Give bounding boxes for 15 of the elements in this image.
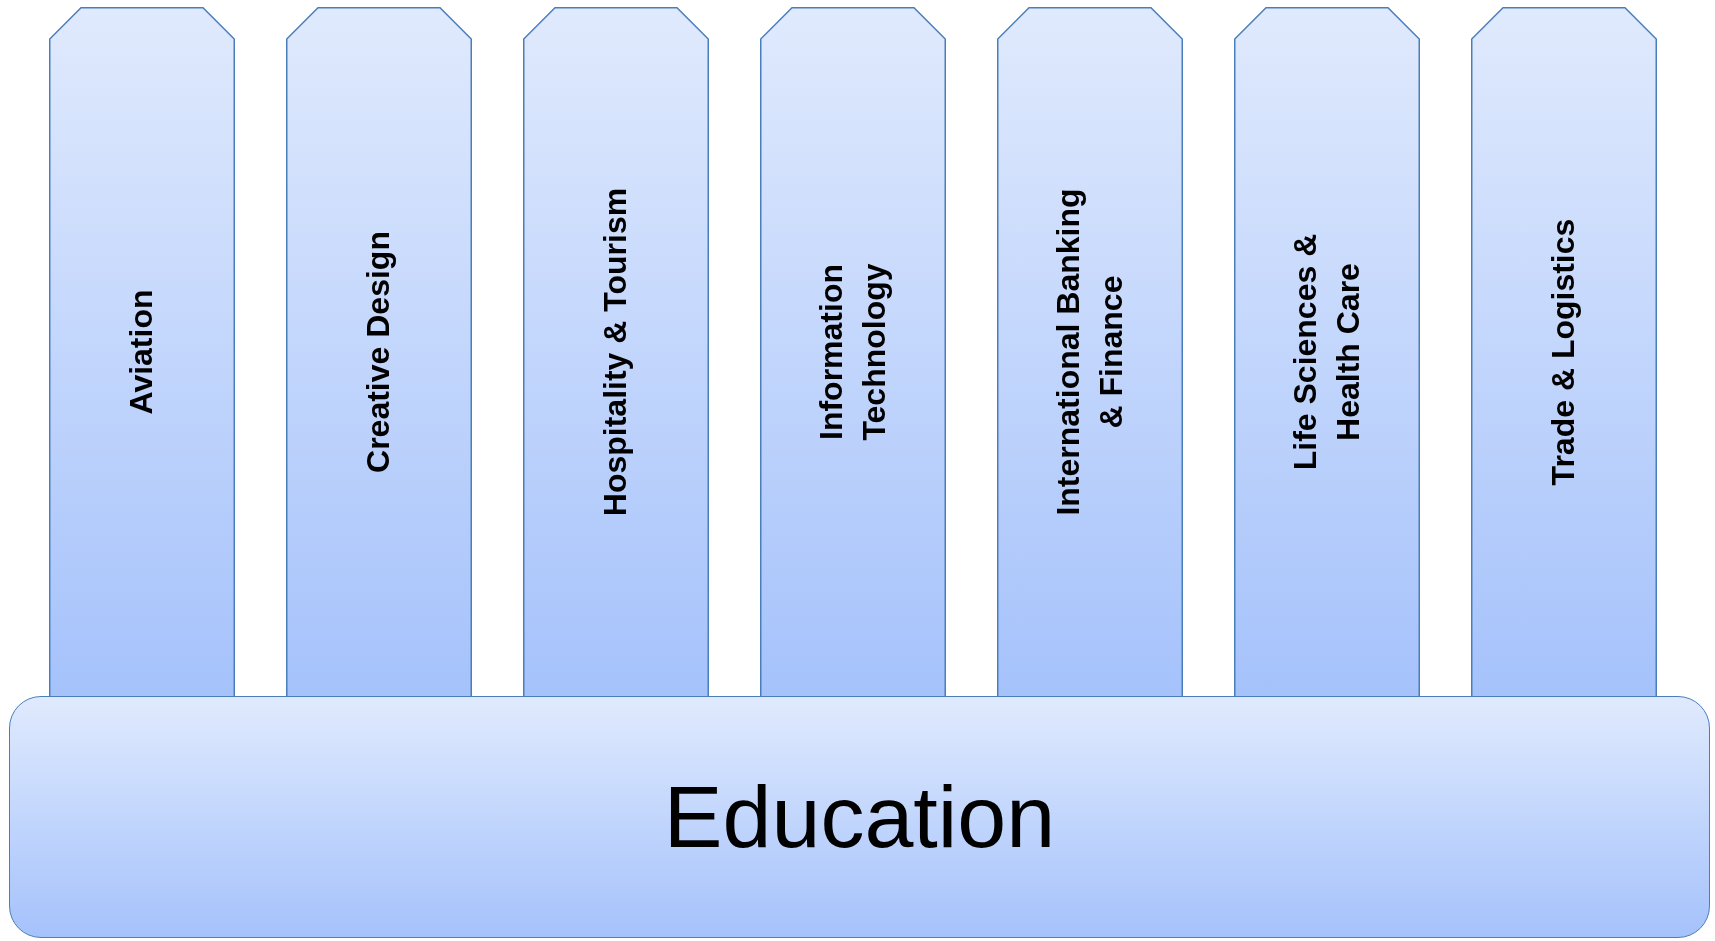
pillar bbox=[760, 7, 946, 697]
pillar bbox=[49, 7, 235, 697]
pillar-label: International Banking & Finance bbox=[1048, 187, 1130, 517]
pillar bbox=[286, 7, 472, 697]
pillar bbox=[1234, 7, 1420, 697]
pillar-label: Aviation bbox=[122, 288, 161, 417]
foundation-label: Education bbox=[663, 773, 1056, 861]
pillar bbox=[997, 7, 1183, 697]
pillar-label: Information Technology bbox=[811, 262, 893, 443]
pillar-label: Trade & Logistics bbox=[1544, 217, 1583, 488]
pillar bbox=[1471, 7, 1657, 697]
pillar-label: Hospitality & Tourism bbox=[596, 187, 635, 517]
pillar bbox=[523, 7, 709, 697]
pillar-label: Life Sciences & Health Care bbox=[1285, 232, 1367, 473]
pillar-label: Creative Design bbox=[359, 230, 398, 475]
